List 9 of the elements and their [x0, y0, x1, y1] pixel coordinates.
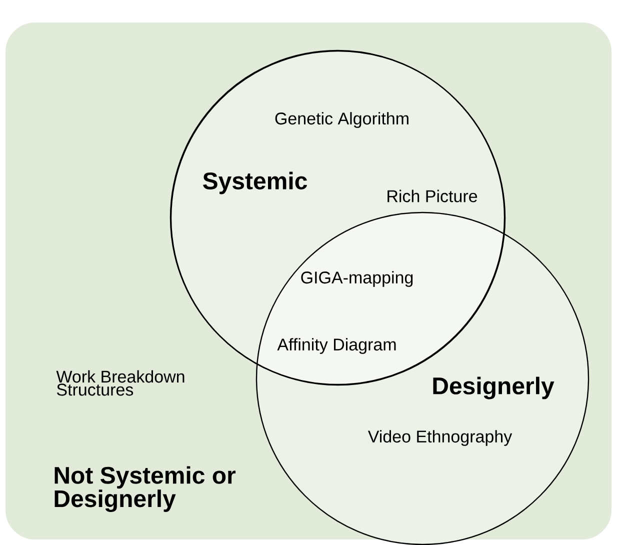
method-label: Video Ethnography	[368, 430, 512, 446]
set-label: Designerly	[433, 376, 554, 400]
method-label: Genetic Algorithm	[275, 112, 408, 128]
method-label: Work Breakdown Structures	[56, 370, 184, 396]
method-label: GIGA-mapping	[301, 271, 413, 287]
set-label: Systemic	[203, 172, 307, 194]
method-label: Rich Picture	[388, 190, 478, 202]
method-label: Affinity Diagram	[277, 338, 396, 354]
set-label: Not Systemic or Designerly	[54, 466, 236, 512]
